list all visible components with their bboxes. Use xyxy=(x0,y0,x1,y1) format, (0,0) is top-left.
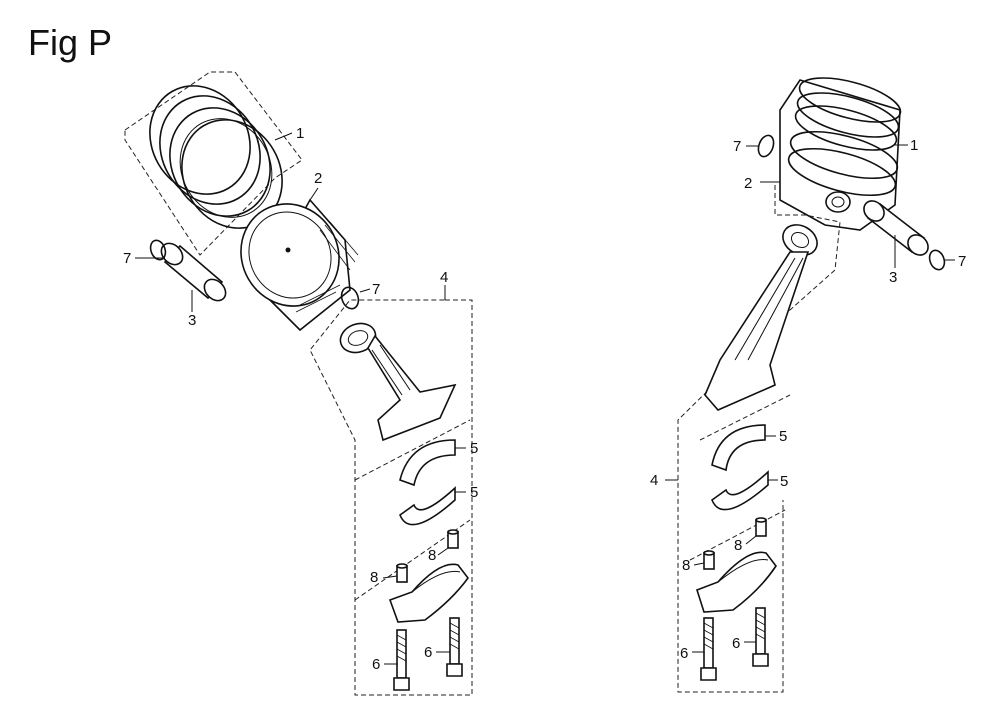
connecting-rod xyxy=(339,322,457,442)
callout-conrod-assy: 4 xyxy=(650,472,658,489)
conrod-assy-outline xyxy=(309,299,473,696)
piston-with-rings xyxy=(779,77,902,231)
rod-cap xyxy=(388,563,469,623)
right-assembly: 1 2 7 3 7 4 5 5 8 8 6 6 xyxy=(650,77,966,693)
callout-bearing-lower: 5 xyxy=(780,473,788,490)
right-leader-lines xyxy=(665,144,955,653)
cap-bolt-a xyxy=(393,629,410,691)
callout-clip-left: 7 xyxy=(733,138,741,155)
callout-clip-left: 7 xyxy=(123,250,131,267)
callout-bearing-upper: 5 xyxy=(779,428,787,445)
callout-clip-right: 7 xyxy=(958,253,966,270)
callout-bolt-b: 6 xyxy=(732,635,740,652)
cap-bolt-a xyxy=(700,617,717,681)
callout-dowel-b: 8 xyxy=(370,569,378,586)
callout-piston: 2 xyxy=(314,170,322,187)
bearing-shell-upper xyxy=(399,439,456,487)
circlip-left xyxy=(149,239,167,261)
callout-piston: 2 xyxy=(744,175,752,192)
dowel-b xyxy=(703,550,715,570)
piston-pin xyxy=(863,200,929,256)
callout-ring-set: 1 xyxy=(910,137,918,154)
callout-bearing-upper: 5 xyxy=(470,440,478,457)
callout-dowel-b: 8 xyxy=(682,557,690,574)
callout-bearing-lower: 5 xyxy=(470,484,478,501)
circlip-right xyxy=(340,286,360,310)
callout-clip-right: 7 xyxy=(372,281,380,298)
callout-conrod-assy: 4 xyxy=(440,269,448,286)
left-leader-lines xyxy=(135,132,466,665)
bearing-shell-lower xyxy=(711,470,769,511)
dowel-a xyxy=(755,517,767,537)
circlip-right xyxy=(928,249,946,271)
ring-set-outline xyxy=(124,71,303,256)
circlip-left xyxy=(757,134,775,158)
conrod-assy-outline xyxy=(677,185,841,693)
figure-title: Fig P xyxy=(28,22,113,63)
cap-bolt-b xyxy=(752,607,769,667)
bearing-shell-lower xyxy=(399,486,456,526)
cap-bolt-b xyxy=(446,617,463,677)
callout-dowel-a: 8 xyxy=(734,537,742,554)
connecting-rod xyxy=(704,224,818,411)
callout-ring-set: 1 xyxy=(296,125,304,142)
callout-bolt-a: 6 xyxy=(372,656,380,673)
callout-dowel-a: 8 xyxy=(428,547,436,564)
piston xyxy=(240,198,359,332)
dowel-b xyxy=(396,563,408,583)
callout-bolt-b: 6 xyxy=(424,644,432,661)
callout-pin: 3 xyxy=(889,269,897,286)
callout-bolt-a: 6 xyxy=(680,645,688,662)
rod-cap xyxy=(696,551,777,613)
bearing-shell-upper xyxy=(711,424,766,472)
dowel-a xyxy=(447,529,459,549)
callout-pin: 3 xyxy=(188,312,196,329)
piston-pin xyxy=(160,242,227,302)
left-assembly: 1 2 7 3 7 4 5 5 8 8 6 6 xyxy=(123,71,478,696)
